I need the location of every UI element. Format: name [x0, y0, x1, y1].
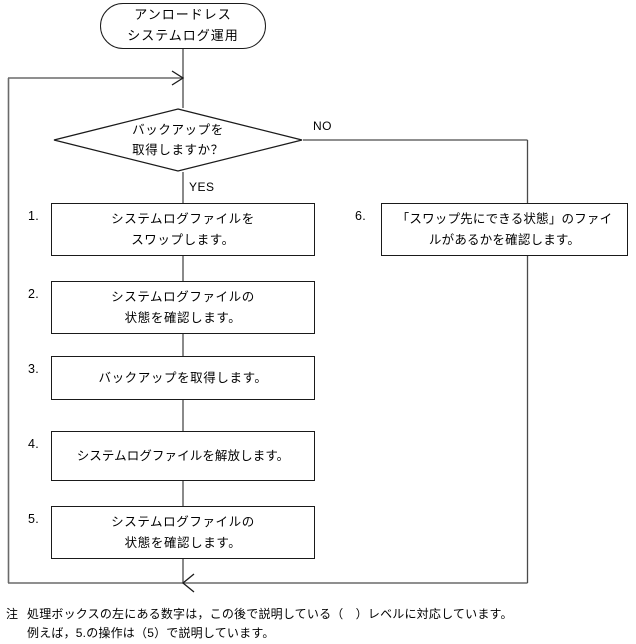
terminal-start-text: アンロードレス システムログ運用 [127, 5, 239, 47]
decision-node: バックアップを 取得しますか？ [53, 108, 303, 172]
process-box-3-text: バックアップを取得します。 [98, 368, 267, 389]
footnote-marker: 注 [6, 607, 19, 621]
terminal-start-line1: アンロードレス [134, 7, 232, 23]
process-box-6: 「スワップ先にできる状態」のファイ ルがあるかを確認します。 [381, 203, 628, 256]
arrowhead-rail-left [181, 573, 195, 593]
process-box-1-line2: スワップします。 [131, 232, 235, 247]
step-number-2: 2. [28, 287, 40, 301]
process-box-2-text: システムログファイルの 状態を確認します。 [111, 287, 255, 328]
process-box-4-text: システムログファイルを解放します。 [77, 446, 290, 467]
decision-yes-label: YES [189, 180, 215, 194]
step-number-6: 6. [355, 209, 367, 223]
step-number-5: 5. [28, 512, 40, 526]
process-box-5: システムログファイルの 状態を確認します。 [51, 506, 315, 559]
terminal-start-node: アンロードレス システムログ運用 [100, 3, 266, 49]
process-box-3-line1: バックアップを取得します。 [98, 370, 268, 385]
process-box-2: システムログファイルの 状態を確認します。 [51, 281, 315, 334]
step-number-3: 3. [28, 362, 40, 376]
process-box-1-text: システムログファイルを スワップします。 [111, 209, 255, 250]
process-box-5-line1: システムログファイルの [111, 514, 255, 529]
process-box-2-line1: システムログファイルの [111, 289, 255, 304]
process-box-4: システムログファイルを解放します。 [51, 431, 315, 481]
decision-no-label: NO [313, 119, 332, 133]
process-box-4-line1: システムログファイルを解放します。 [76, 448, 290, 463]
process-box-2-line2: 状態を確認します。 [124, 310, 242, 325]
process-box-6-text: 「スワップ先にできる状態」のファイ ルがあるかを確認します。 [397, 209, 613, 250]
process-box-5-text: システムログファイルの 状態を確認します。 [111, 512, 255, 553]
terminal-start-line2: システムログ運用 [127, 28, 239, 43]
decision-shape [53, 108, 303, 172]
process-box-5-line2: 状態を確認します。 [124, 535, 242, 550]
decision-line2: 取得しますか？ [132, 143, 224, 157]
process-box-1-line1: システムログファイルを [111, 211, 255, 226]
decision-line1: バックアップを [132, 123, 224, 137]
process-box-6-line2: ルがあるかを確認します。 [428, 232, 581, 247]
process-box-1: システムログファイルを スワップします。 [51, 203, 315, 256]
process-box-3: バックアップを取得します。 [51, 356, 315, 400]
footnote-line-1: 処理ボックスの左にある数字は，この後で説明している（ ）レベルに対応しています。 [27, 607, 513, 621]
step-number-1: 1. [28, 209, 40, 223]
process-box-6-line1: 「スワップ先にできる状態」のファイ [396, 211, 613, 226]
footnote-line-2: 例えば，5.の操作は（5）で説明しています。 [27, 626, 275, 640]
decision-text: バックアップを 取得しますか？ [132, 120, 224, 160]
step-number-4: 4. [28, 437, 40, 451]
arrowhead-loop-into-trunk [171, 70, 185, 86]
